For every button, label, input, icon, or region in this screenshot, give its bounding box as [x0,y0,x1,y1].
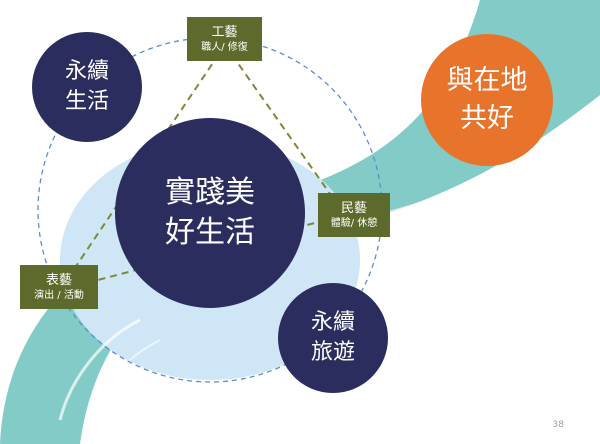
performance-box-title: 表藝 [45,272,72,288]
sustainable-life-circle-shape [32,32,142,142]
swoosh-streak-1 [58,318,141,421]
craft-box: 工藝 職人/ 修復 [187,17,262,61]
local-partnership-circle-shape [421,34,553,166]
performance-box: 表藝 演出 / 活動 [20,265,98,309]
folk-box-title: 民藝 [340,200,367,216]
sustainable-travel-label: 永續 旅遊 [278,283,388,393]
sustainable-life-line1: 永續 [64,59,109,84]
swoosh-streak-2 [89,339,161,431]
local-partnership-line1: 與在地 [446,65,528,96]
sustainable-life-line2: 生活 [64,89,109,114]
sustainable-life-label: 永續 生活 [32,32,142,142]
center-label: 實踐美 好生活 [115,118,305,308]
performance-box-subtitle: 演出 / 活動 [34,289,84,301]
sustainable-travel-circle-shape [278,283,388,393]
folk-box-subtitle: 體驗/ 休憩 [330,217,378,229]
sustainable-travel-line1: 永續 [310,310,355,335]
page-number: 38 [552,420,564,430]
center-label-line1: 實踐美 [165,175,255,210]
center-circle-shape [115,118,305,308]
local-partnership-label: 與在地 共好 [421,34,553,166]
folk-box: 民藝 體驗/ 休憩 [318,193,390,237]
craft-box-title: 工藝 [211,24,238,40]
sustainable-travel-line2: 旅遊 [310,340,355,365]
craft-box-subtitle: 職人/ 修復 [201,41,248,53]
center-label-line2: 好生活 [165,215,255,250]
local-partnership-line2: 共好 [460,103,514,134]
